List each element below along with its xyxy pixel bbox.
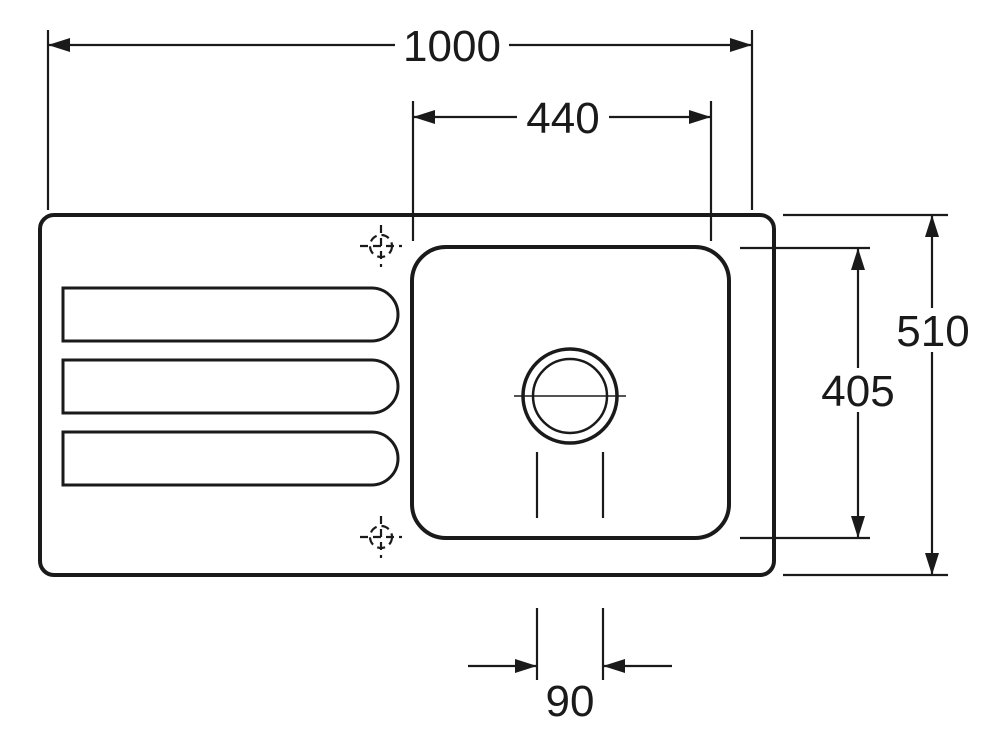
drainer-groove-2 bbox=[61, 358, 400, 415]
arrowhead-left-icon bbox=[413, 110, 435, 124]
dimension-drain-width: 90 bbox=[468, 608, 672, 726]
overall-width-label: 1000 bbox=[403, 22, 501, 71]
arrowhead-top-icon bbox=[851, 248, 865, 270]
label-backing bbox=[813, 368, 903, 412]
bowl-width-label: 440 bbox=[526, 94, 599, 143]
label-backing bbox=[890, 308, 976, 352]
bowl-outline bbox=[410, 245, 731, 540]
arrowhead-left-icon bbox=[515, 659, 537, 673]
drainer-grooves bbox=[61, 286, 400, 487]
drainer-groove-1 bbox=[61, 286, 400, 343]
bowl-depth-label: 405 bbox=[821, 367, 894, 416]
arrowhead-right-icon bbox=[689, 110, 711, 124]
tap-hole-marker-top bbox=[360, 225, 402, 267]
label-backing bbox=[395, 24, 509, 68]
dimension-bowl-depth: 405 bbox=[740, 246, 903, 540]
sink-body bbox=[38, 213, 776, 577]
arrowhead-bottom-icon bbox=[851, 516, 865, 538]
dimension-bowl-width: 440 bbox=[411, 94, 713, 241]
arrowhead-right-icon bbox=[603, 659, 625, 673]
drainer-groove-3 bbox=[61, 430, 400, 487]
arrowhead-left-icon bbox=[48, 38, 70, 52]
overall-depth-label: 510 bbox=[896, 307, 969, 356]
dimension-overall-width: 1000 bbox=[46, 22, 754, 210]
drain-width-label: 90 bbox=[546, 677, 595, 726]
label-backing bbox=[517, 96, 609, 140]
arrowhead-bottom-icon bbox=[925, 553, 939, 575]
sink-outer-edge bbox=[38, 213, 776, 577]
arrowhead-right-icon bbox=[730, 38, 752, 52]
tap-hole-marker-bottom bbox=[360, 516, 402, 558]
dimension-overall-depth: 510 bbox=[783, 213, 976, 577]
drain-assembly bbox=[514, 347, 626, 518]
arrowhead-top-icon bbox=[925, 215, 939, 237]
